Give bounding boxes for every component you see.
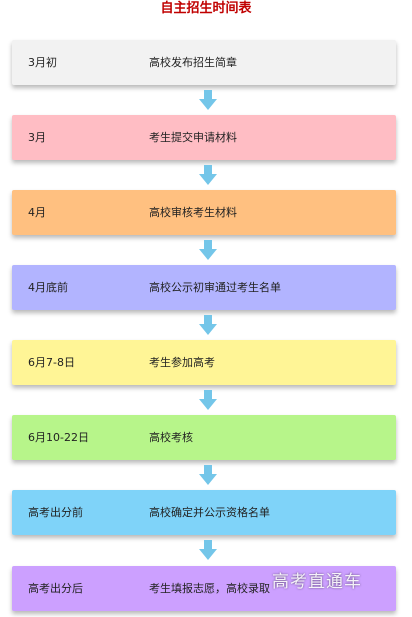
step-time: 6月10-22日 xyxy=(28,431,89,444)
down-arrow-icon xyxy=(199,165,217,185)
step-time: 4月 xyxy=(28,206,46,219)
down-arrow-icon xyxy=(199,90,217,110)
step-card-5: 6月7-8日 考生参加高考 xyxy=(12,340,396,385)
step-time: 3月初 xyxy=(28,56,57,69)
step-description: 高校公示初审通过考生名单 xyxy=(149,281,281,294)
step-time: 高考出分前 xyxy=(28,506,83,519)
step-description: 高校确定并公示资格名单 xyxy=(149,506,270,519)
step-description: 考生参加高考 xyxy=(149,356,215,369)
step-time: 4月底前 xyxy=(28,281,68,294)
step-description: 高校发布招生简章 xyxy=(149,56,237,69)
down-arrow-icon xyxy=(199,315,217,335)
step-card-6: 6月10-22日 高校考核 xyxy=(12,415,396,460)
down-arrow-icon xyxy=(199,540,217,560)
step-card-3: 4月 高校审核考生材料 xyxy=(12,190,396,235)
step-time: 高考出分后 xyxy=(28,582,83,595)
step-time: 3月 xyxy=(28,131,46,144)
step-time: 6月7-8日 xyxy=(28,356,75,369)
watermark-text: 高考直通车 xyxy=(272,572,362,592)
step-card-8: 高考出分后 考生填报志愿，高校录取 xyxy=(12,566,396,611)
step-card-7: 高考出分前 高校确定并公示资格名单 xyxy=(12,490,396,535)
page-title: 自主招生时间表 xyxy=(160,1,252,16)
step-card-2: 3月 考生提交申请材料 xyxy=(12,115,396,160)
step-card-1: 3月初 高校发布招生简章 xyxy=(12,40,396,85)
step-description: 高校审核考生材料 xyxy=(149,206,237,219)
step-description: 高校考核 xyxy=(149,431,193,444)
step-description: 考生填报志愿，高校录取 xyxy=(149,582,270,595)
down-arrow-icon xyxy=(199,390,217,410)
step-card-4: 4月底前 高校公示初审通过考生名单 xyxy=(12,265,396,310)
step-description: 考生提交申请材料 xyxy=(149,131,237,144)
down-arrow-icon xyxy=(199,465,217,485)
down-arrow-icon xyxy=(199,240,217,260)
